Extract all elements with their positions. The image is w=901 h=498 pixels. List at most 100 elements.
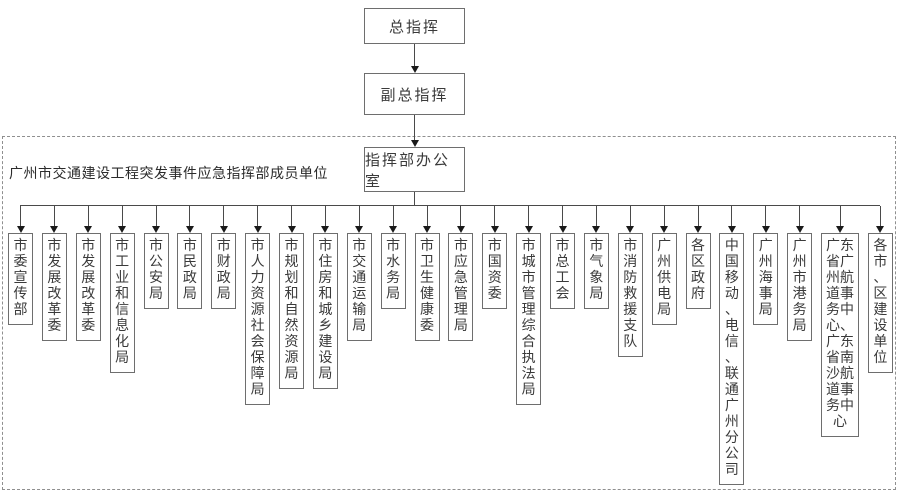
arrowhead-icon: [50, 226, 59, 233]
arrow-stem: [528, 206, 530, 226]
member-unit: 市总工会: [550, 206, 575, 309]
member-unit-box: 市应急管理局: [448, 233, 474, 341]
member-unit: 市交通运输局: [346, 206, 372, 341]
member-unit: 市水务局: [380, 206, 406, 309]
arrowhead-icon: [626, 226, 635, 233]
command-chain: 总指挥 副总指挥 指挥部办公室: [364, 8, 465, 205]
member-unit: 市委宣传部: [8, 206, 33, 325]
arrow-stem: [595, 206, 597, 226]
arrow-down-icon: [389, 206, 398, 233]
arrow-stem: [121, 206, 123, 226]
arrow-stem: [697, 206, 699, 226]
member-unit-box: 市城市管理综合执法局: [516, 233, 542, 405]
arrowhead-icon: [84, 226, 93, 233]
arrow-down-icon: [50, 206, 59, 233]
arrow-stem: [20, 206, 21, 226]
arrow-down-icon: [626, 206, 635, 233]
member-unit-box: 广州市港务局: [787, 233, 813, 341]
arrow-down-icon: [152, 206, 160, 233]
arrow-stem: [392, 206, 394, 226]
member-unit: 中国移动、电信、联通广州分公司: [719, 206, 745, 485]
arrow-stem: [257, 206, 259, 226]
member-unit-box: 市交通运输局: [346, 233, 372, 341]
arrow-down-icon: [761, 206, 770, 233]
arrowhead-icon: [490, 226, 499, 233]
member-unit-box: 各区政府: [685, 233, 711, 309]
member-unit-box: 市总工会: [550, 233, 575, 309]
arrowhead-icon: [660, 226, 669, 233]
arrow-stem: [155, 206, 157, 226]
member-unit: 市气象局: [583, 206, 609, 309]
arrow-stem: [358, 206, 360, 226]
arrow-down-icon: [287, 206, 296, 233]
arrow-down-icon: [321, 206, 330, 233]
member-unit-box: 市卫生健康委: [414, 233, 440, 341]
arrow-down-icon: [410, 115, 419, 147]
arrow-stem: [414, 44, 415, 66]
arrowhead-icon: [152, 226, 160, 233]
arrowhead-icon: [694, 226, 702, 233]
arrow-down-icon: [118, 206, 127, 233]
arrow-stem: [53, 206, 55, 226]
member-unit-box: 市发展改革委: [75, 233, 101, 341]
arrowhead-icon: [410, 140, 419, 147]
member-unit-box: 市委宣传部: [8, 233, 33, 325]
arrow-down-icon: [253, 206, 262, 233]
arrow-stem: [426, 206, 428, 226]
arrow-stem: [562, 206, 563, 226]
member-unit: 广东省广州航道事务中心、广东省南沙航道事务中心: [821, 206, 859, 437]
arrowhead-icon: [118, 226, 127, 233]
arrowhead-icon: [253, 226, 262, 233]
arrow-stem: [189, 206, 191, 226]
arrow-down-icon: [727, 206, 736, 233]
member-unit-box: 各市、区建设单位: [867, 233, 893, 373]
member-unit-box: 市规划和自然资源局: [279, 233, 304, 389]
arrow-down-icon: [694, 206, 702, 233]
arrowhead-icon: [423, 226, 431, 233]
member-unit: 市城市管理综合执法局: [516, 206, 542, 405]
member-unit-box: 市消防救援支队: [617, 233, 643, 357]
member-unit-box: 市发展改革委: [41, 233, 67, 341]
arrow-stem: [223, 206, 225, 226]
member-unit: 市民政局: [177, 206, 203, 309]
connector-stem: [414, 192, 415, 205]
arrow-down-icon: [456, 206, 465, 233]
member-unit-box: 市水务局: [380, 233, 406, 309]
node-deputy-commander: 副总指挥: [364, 73, 465, 115]
arrowhead-icon: [355, 226, 364, 233]
arrow-down-icon: [423, 206, 431, 233]
arrow-down-icon: [219, 206, 228, 233]
member-unit-box: 市国资委: [482, 233, 508, 309]
node-command-office: 指挥部办公室: [364, 147, 465, 192]
arrowhead-icon: [524, 226, 533, 233]
member-unit: 市应急管理局: [448, 206, 474, 341]
arrow-stem: [87, 206, 89, 226]
arrow-stem: [731, 206, 733, 226]
arrowhead-icon: [389, 226, 398, 233]
arrow-stem: [629, 206, 631, 226]
member-unit-box: 广州海事局: [753, 233, 779, 325]
member-unit: 市工业和信息化局: [109, 206, 135, 373]
arrow-stem: [765, 206, 767, 226]
arrowhead-icon: [795, 226, 804, 233]
member-unit-box: 市工业和信息化局: [109, 233, 135, 373]
arrow-down-icon: [592, 206, 601, 233]
arrow-down-icon: [410, 44, 419, 73]
arrow-stem: [291, 206, 292, 226]
arrow-down-icon: [524, 206, 533, 233]
member-units-row: 市委宣传部 市发展改革委 市发展改革委 市工业和信息化局 市公安局: [8, 206, 893, 485]
arrow-stem: [414, 115, 415, 140]
arrow-down-icon: [185, 206, 194, 233]
arrow-down-icon: [16, 206, 25, 233]
member-unit: 市发展改革委: [41, 206, 67, 341]
arrow-down-icon: [84, 206, 93, 233]
arrowhead-icon: [761, 226, 770, 233]
member-unit: 市规划和自然资源局: [279, 206, 304, 389]
arrowhead-icon: [185, 226, 194, 233]
connector-horizontal-line: [20, 205, 880, 206]
arrow-stem: [879, 206, 881, 226]
member-unit: 市卫生健康委: [414, 206, 440, 341]
arrow-stem: [663, 206, 665, 226]
member-unit-box: 市民政局: [177, 233, 203, 309]
